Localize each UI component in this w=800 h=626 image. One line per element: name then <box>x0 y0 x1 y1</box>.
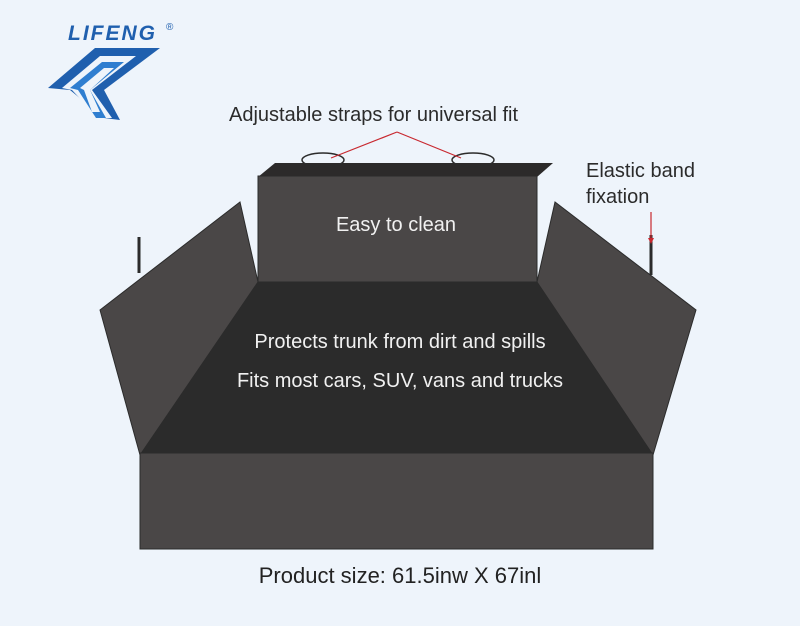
strap-loop-right <box>451 152 495 168</box>
elastic-callout-line2: fixation <box>586 186 650 208</box>
feature-easy-clean: Easy to clean <box>335 214 457 236</box>
feature-fits: Fits most cars, SUV, vans and trucks <box>236 370 564 392</box>
registered-mark: ® <box>166 22 174 33</box>
straps-callout: Adjustable straps for universal fit <box>229 104 519 126</box>
strap-loop-left <box>301 152 345 168</box>
brand-logo-text: LIFENG <box>68 22 157 45</box>
elastic-callout-line1: Elastic band <box>586 160 695 182</box>
elastic-callout-line <box>648 212 654 244</box>
logo-chevron-icon <box>48 48 160 120</box>
product-size: Product size: 61.5inw X 67inl <box>258 563 542 588</box>
straps-callout-lines <box>330 131 462 159</box>
feature-protects: Protects trunk from dirt and spills <box>254 331 546 353</box>
elastic-callout: Elastic band fixation <box>586 158 736 210</box>
